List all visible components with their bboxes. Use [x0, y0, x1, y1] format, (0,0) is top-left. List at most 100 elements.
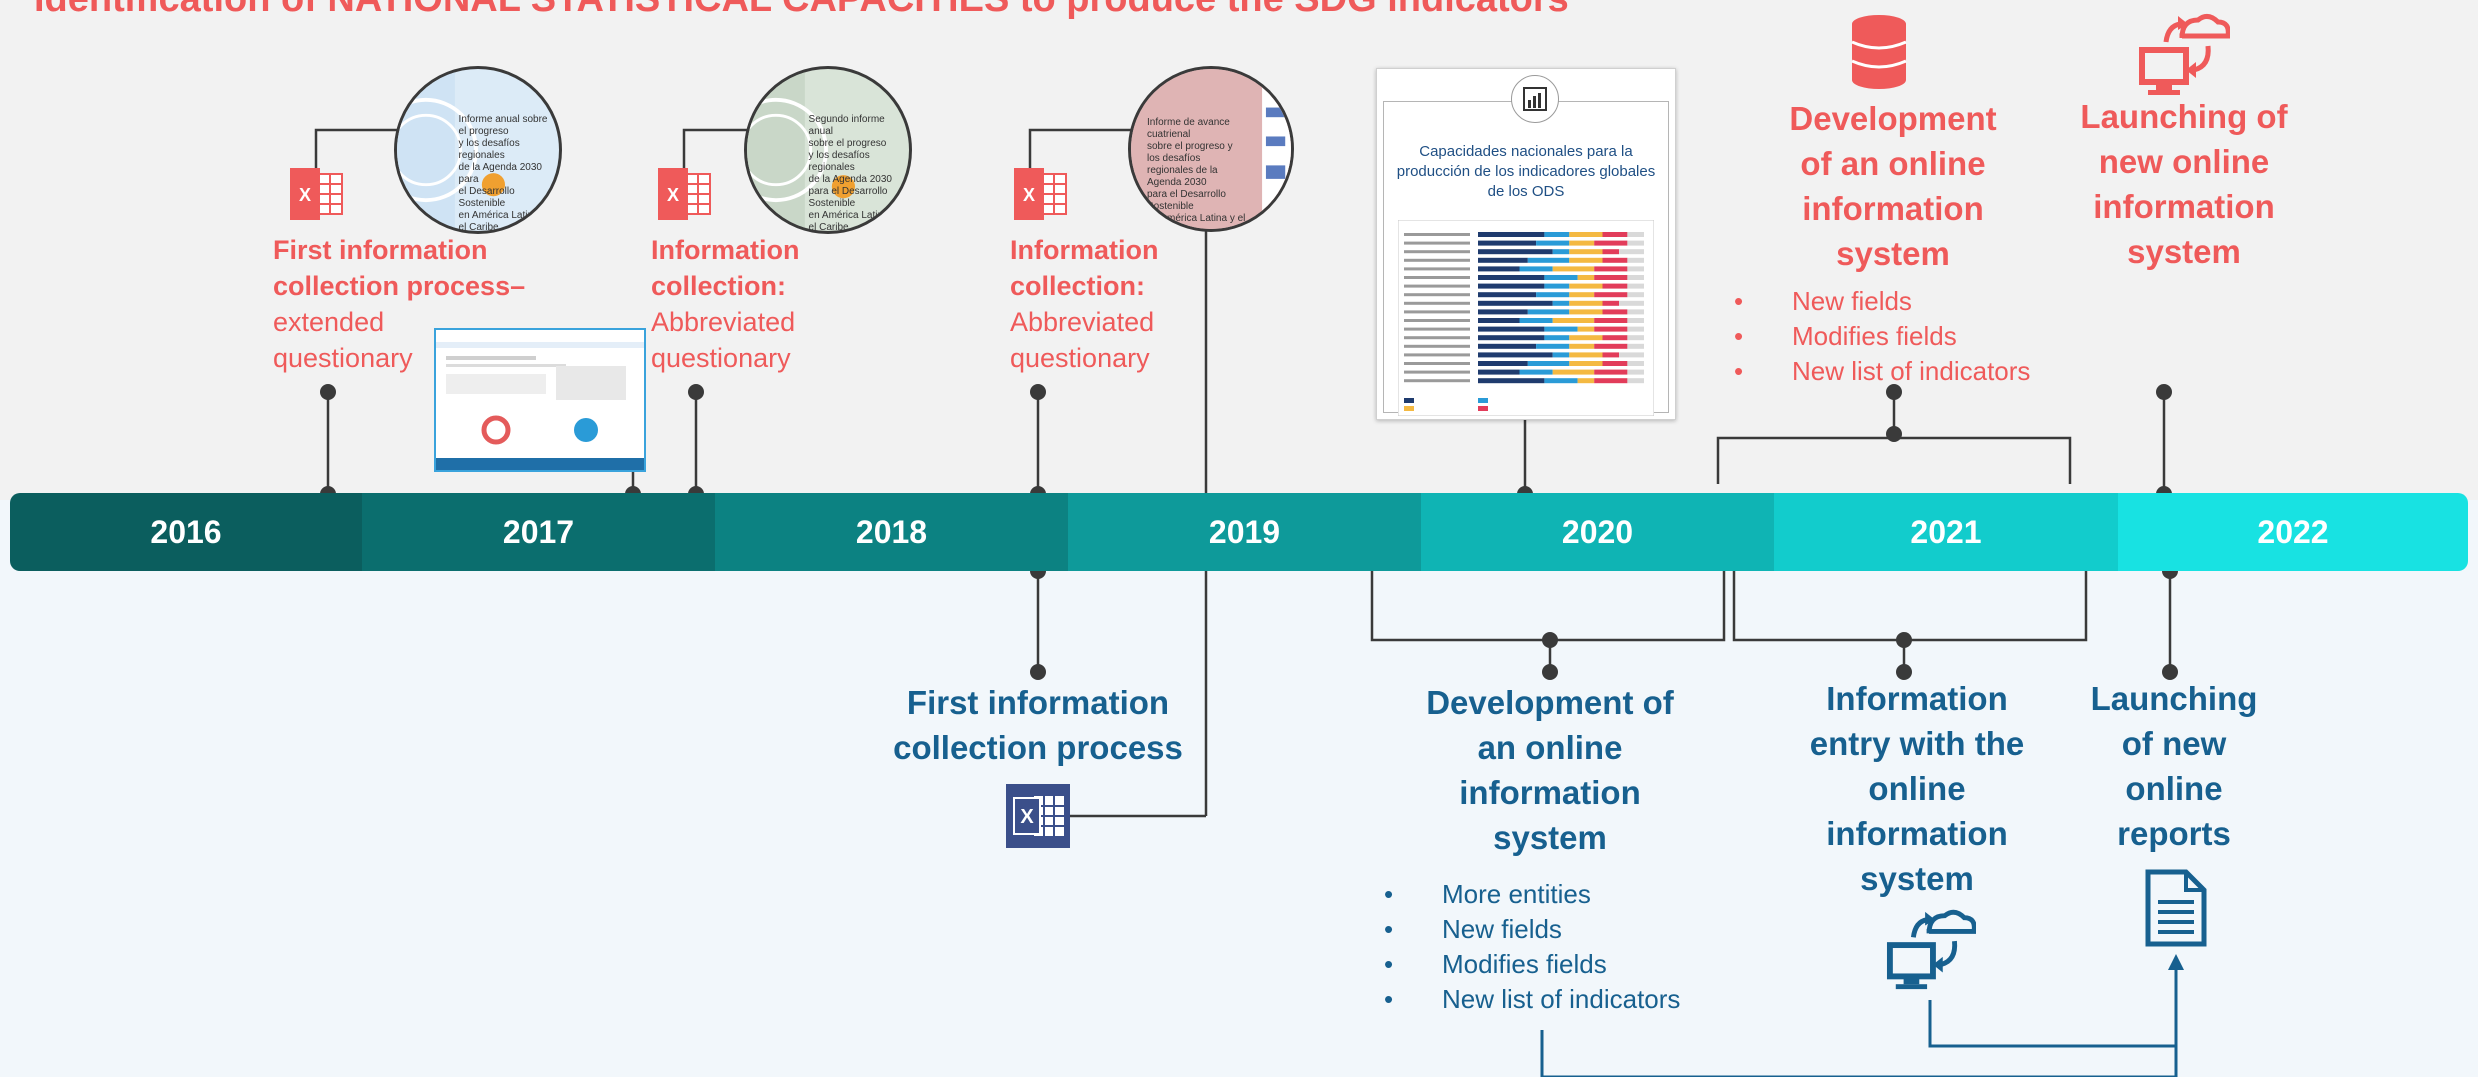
thumbnail-bar-segment: [1478, 309, 1528, 315]
thumbnail-bar-segment: [1577, 378, 1595, 384]
capacities-report-image: Capacidades nacionales para la producció…: [1376, 68, 1676, 420]
thumbnail-bar-segment: [1478, 335, 1545, 341]
thumbnail-bar-segment: [1627, 232, 1644, 237]
thumbnail-bar-segment: [1478, 249, 1553, 255]
thumbnail-bar-segment: [1519, 266, 1553, 272]
svg-text:X: X: [1023, 185, 1035, 205]
thumbnail-bar-segment: [1478, 292, 1537, 298]
thumbnail-bar-segment: [1627, 361, 1644, 366]
thumbnail-bar-segment: [1552, 300, 1570, 306]
thumbnail-row-label: [1404, 293, 1470, 297]
thumbnail-bar-segment: [1602, 352, 1620, 358]
thumbnail-row-label: [1404, 344, 1470, 348]
thumbnail-bar-segment: [1619, 300, 1644, 306]
thumbnail-bar-segment: [1627, 343, 1644, 349]
thumbnail-bar-segment: [1594, 343, 1628, 349]
thumbnail-bar-segment: [1544, 232, 1570, 237]
thumbnail-bar-segment: [1478, 326, 1545, 332]
thumbnail-bar-segment: [1627, 240, 1644, 246]
chart-icon: [1511, 75, 1559, 123]
thumbnail-bar-segment: [1569, 292, 1595, 298]
year-2019: 2019: [1068, 493, 1421, 571]
thumbnail-row-label: [1404, 336, 1470, 340]
thumbnail-bar-segment: [1627, 369, 1644, 375]
thumbnail-bar-segment: [1569, 309, 1603, 315]
year-2020: 2020: [1421, 493, 1774, 571]
thumbnail-row-label: [1404, 284, 1470, 288]
thumbnail-bar-segment: [1536, 343, 1570, 349]
thumbnail-bar-segment: [1594, 275, 1628, 280]
thumbnail-bar-segment: [1544, 275, 1578, 280]
thumbnail-bar-segment: [1527, 257, 1570, 263]
thumbnail-bar-segment: [1478, 283, 1545, 289]
computer-cloud-sync-icon: [2139, 14, 2230, 95]
svg-text:X: X: [299, 185, 311, 205]
thumbnail-bar-segment: [1602, 361, 1628, 366]
thumbnail-bar-segment: [1536, 240, 1570, 246]
document-icon: [2145, 869, 2207, 947]
thumbnail-bar-segment: [1519, 318, 1553, 323]
excel-icon: X: [1006, 784, 1070, 848]
thumbnail-bar-segment: [1478, 257, 1528, 263]
year-2021: 2021: [1774, 493, 2118, 571]
excel-icon: X: [290, 168, 343, 220]
thumbnail-row-label: [1404, 362, 1470, 365]
thumbnail-bar-segment: [1569, 361, 1603, 366]
event-2021-top-bullets: New fieldsModifies fieldsNew list of ind…: [1728, 284, 2030, 389]
thumbnail-row-label: [1404, 301, 1470, 305]
thumbnail-bar-segment: [1552, 249, 1570, 255]
thumbnail-bar-segment: [1552, 352, 1570, 358]
year-2018: 2018: [715, 493, 1068, 571]
thumbnail-bar-segment: [1552, 266, 1595, 272]
year-2016: 2016: [10, 493, 362, 571]
thumbnail-bar-segment: [1594, 326, 1628, 332]
thumbnail-row-label: [1404, 258, 1470, 262]
thumbnail-bar-segment: [1627, 326, 1644, 332]
thumbnail-bar-segment: [1627, 318, 1644, 323]
thumbnail-bar-segment: [1594, 240, 1628, 246]
thumbnail-bar-segment: [1552, 318, 1595, 323]
thumbnail-bar-segment: [1602, 300, 1620, 306]
thumbnail-bar-segment: [1594, 378, 1628, 384]
thumbnail-bar-segment: [1602, 249, 1620, 255]
thumbnail-bar-segment: [1594, 318, 1628, 323]
thumbnail-bar-segment: [1627, 275, 1644, 280]
thumbnail-bar-segment: [1478, 300, 1553, 306]
thumbnail-bar-segment: [1478, 318, 1520, 323]
year-2017: 2017: [362, 493, 715, 571]
thumbnail-bar-segment: [1627, 292, 1644, 298]
stacked-bar-thumbnail: [1398, 220, 1654, 416]
thumbnail-row-label: [1404, 319, 1470, 322]
thumbnail-bar-segment: [1594, 369, 1628, 375]
event-2020-bottom-bullets: More entitiesNew fieldsModifies fieldsNe…: [1378, 877, 1680, 1017]
thumbnail-bar-segment: [1577, 326, 1595, 332]
thumbnail-bar-segment: [1478, 266, 1520, 272]
thumbnail-bar-segment: [1478, 343, 1537, 349]
thumbnail-row-label: [1404, 379, 1470, 383]
thumbnail-bar-segment: [1569, 300, 1603, 306]
thumbnail-row-label: [1404, 276, 1470, 279]
thumbnail-bar-segment: [1478, 275, 1545, 280]
svg-text:X: X: [667, 185, 679, 205]
year-2022: 2022: [2118, 493, 2468, 571]
database-icon: [1851, 15, 1907, 89]
thumbnail-bar-segment: [1552, 369, 1595, 375]
thumbnail-bar-segment: [1569, 240, 1595, 246]
thumbnail-bar-segment: [1478, 369, 1520, 375]
thumbnail-bar-segment: [1569, 232, 1603, 237]
thumbnail-bar-segment: [1544, 378, 1578, 384]
thumbnail-bar-segment: [1602, 335, 1628, 341]
excel-icon: X: [658, 168, 711, 220]
thumbnail-bar-segment: [1627, 378, 1644, 384]
thumbnail-row-label: [1404, 310, 1470, 314]
thumbnail-bar-segment: [1569, 343, 1595, 349]
thumbnail-bar-segment: [1569, 283, 1603, 289]
computer-cloud-sync-icon: [1886, 909, 1976, 990]
